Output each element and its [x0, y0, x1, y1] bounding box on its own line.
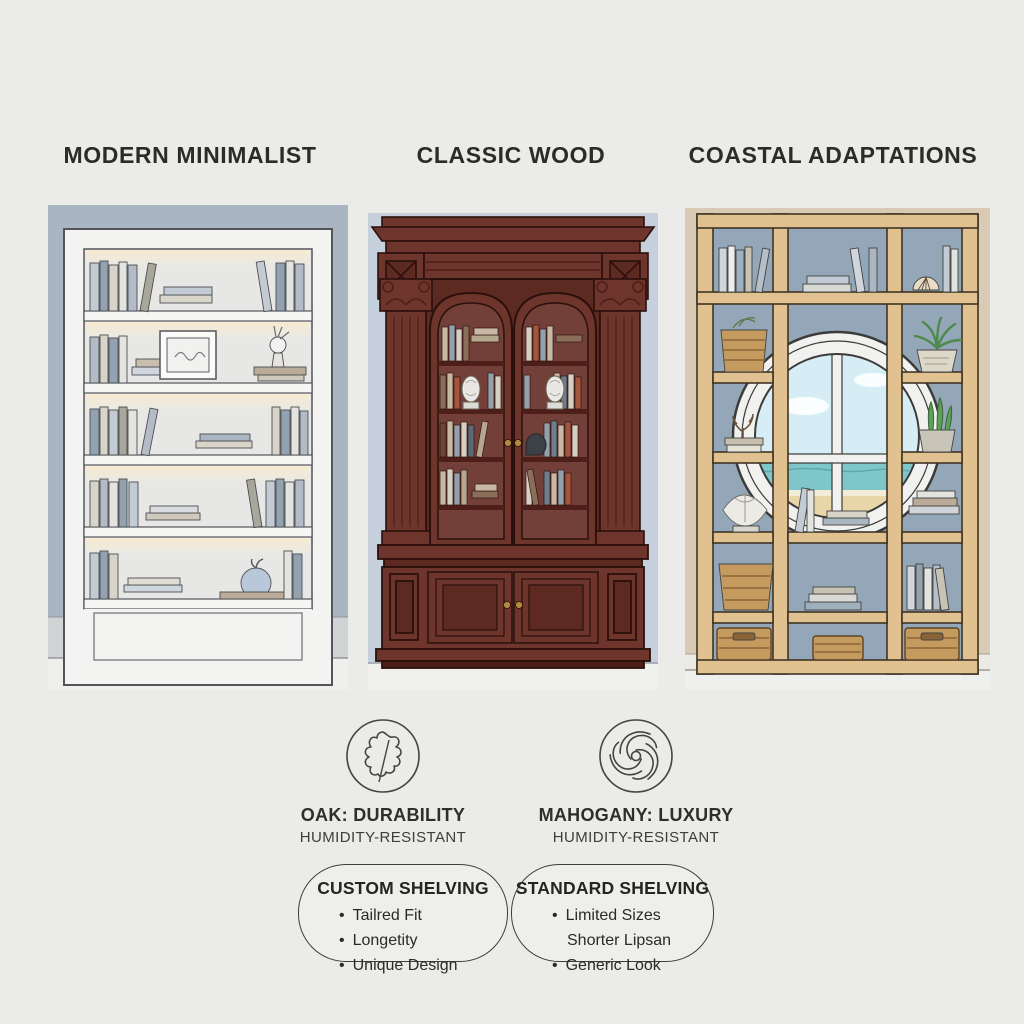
column-title-coastal-adaptations: COASTAL ADAPTATIONS: [688, 142, 978, 168]
lower-cabinet: [375, 544, 651, 669]
pilasters: [379, 278, 647, 546]
door-knob: [514, 439, 522, 447]
custom-shelving-box: CUSTOM SHELVING Tailred Fit Longetity Un…: [298, 864, 508, 974]
fern-plant: [913, 316, 963, 350]
shelf-boards: [83, 310, 313, 610]
plant-pot: [918, 429, 956, 453]
cabinet-knob: [515, 601, 523, 609]
material-subtitle: HUMIDITY-RESISTANT: [552, 829, 720, 846]
list-item: Generic Look: [552, 953, 713, 978]
standard-shelving-title: STANDARD SHELVING: [515, 878, 710, 898]
material-title: MAHOGANY: LUXURY: [538, 805, 734, 825]
coastal-shelving-illustration: [685, 208, 990, 690]
custom-shelving-title: CUSTOM SHELVING: [317, 878, 489, 898]
glass-doors: [429, 291, 597, 546]
snake-plant: [927, 396, 953, 431]
woven-basket: [720, 329, 768, 373]
list-item-continuation: Shorter Lipsan: [567, 932, 672, 949]
material-subtitle: HUMIDITY-RESISTANT: [299, 829, 467, 846]
material-callout-mahogany: MAHOGANY: LUXURY HUMIDITY-RESISTANT: [506, 716, 766, 846]
books-and-decor: [89, 260, 309, 600]
storage-baskets: [716, 627, 960, 661]
material-title: OAK: DURABILITY: [300, 805, 466, 825]
list-item: Limited Sizes: [552, 903, 713, 928]
shelf-items: [716, 245, 963, 661]
list-item: Longetity: [339, 928, 507, 953]
oak-leaf-icon: [346, 719, 420, 793]
custom-shelving-list: Tailred Fit Longetity Unique Design: [299, 903, 507, 978]
coral-decor: [732, 413, 754, 444]
bust-sculptures: [461, 375, 565, 456]
material-callout-oak: OAK: DURABILITY HUMIDITY-RESISTANT: [253, 716, 513, 846]
list-item: Unique Design: [339, 953, 507, 978]
cabinet-knob: [503, 601, 511, 609]
door-knob: [504, 439, 512, 447]
list-item: Tailred Fit: [339, 903, 507, 928]
standard-shelving-list: Limited Sizes Shorter Lipsan Generic Loo…: [512, 903, 713, 978]
plant-pot: [916, 349, 958, 373]
column-title-classic-wood: CLASSIC WOOD: [416, 142, 606, 168]
modern-minimalist-bookshelf-illustration: [48, 205, 348, 690]
woven-basket: [718, 563, 774, 611]
standard-shelving-box: STANDARD SHELVING Limited Sizes Shorter …: [511, 864, 714, 974]
books-behind-glass: [439, 324, 583, 506]
wood-grain-swirl-icon: [599, 719, 673, 793]
classic-wood-bookcase-illustration: [368, 213, 658, 690]
column-title-modern-minimalist: MODERN MINIMALIST: [63, 142, 317, 168]
crown-molding: [370, 216, 656, 300]
